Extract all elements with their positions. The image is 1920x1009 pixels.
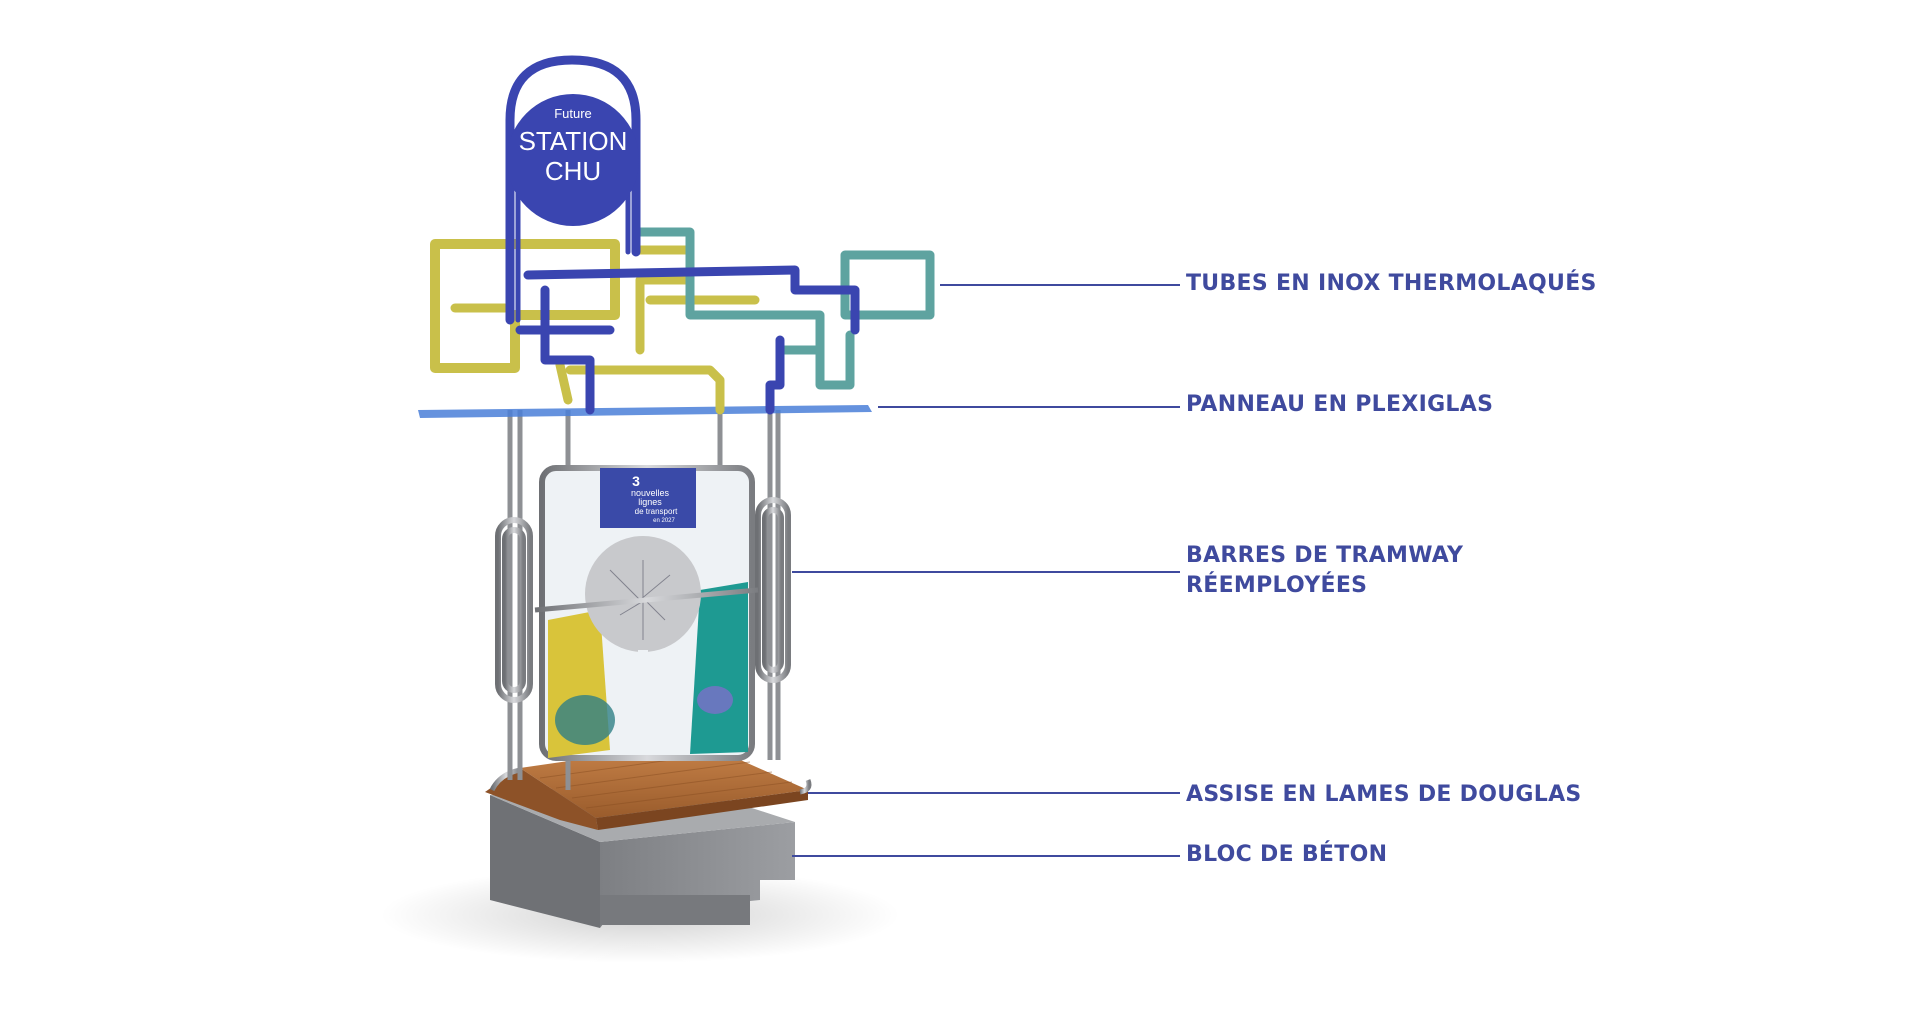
sign-line-1: STATION (519, 126, 628, 156)
plexiglas-panel (418, 405, 872, 418)
leader-line-assise (808, 792, 1180, 794)
leader-line-barres (792, 571, 1180, 573)
stainless-tubes (430, 55, 935, 415)
label-assise: ASSISE EN LAMES DE DOUGLAS (1186, 782, 1582, 807)
label-barres-line-2: RÉEMPLOYÉES (1186, 573, 1368, 598)
poster-line-4: en 2027 (653, 518, 675, 524)
leader-line-tubes (940, 284, 1180, 286)
poster-line-2: lignes (638, 497, 662, 507)
sign-small-text: Future (554, 106, 592, 121)
poster-number: 3 (632, 473, 640, 489)
label-barres-line-1: BARRES DE TRAMWAY (1186, 543, 1464, 568)
station-sign: Future STATION CHU (507, 94, 639, 226)
label-plexiglas: PANNEAU EN PLEXIGLAS (1186, 392, 1494, 417)
poster-line-1: nouvelles (631, 488, 670, 498)
poster-line-3: de transport (635, 507, 678, 516)
label-bloc: BLOC DE BÉTON (1186, 842, 1388, 867)
leader-line-plexiglas (878, 406, 1180, 408)
label-tubes: TUBES EN INOX THERMOLAQUÉS (1186, 271, 1597, 296)
leader-line-bloc (792, 855, 1180, 857)
sign-line-2: CHU (545, 156, 601, 186)
information-poster: 3 nouvelles lignes de transport en 2027 (534, 465, 759, 761)
